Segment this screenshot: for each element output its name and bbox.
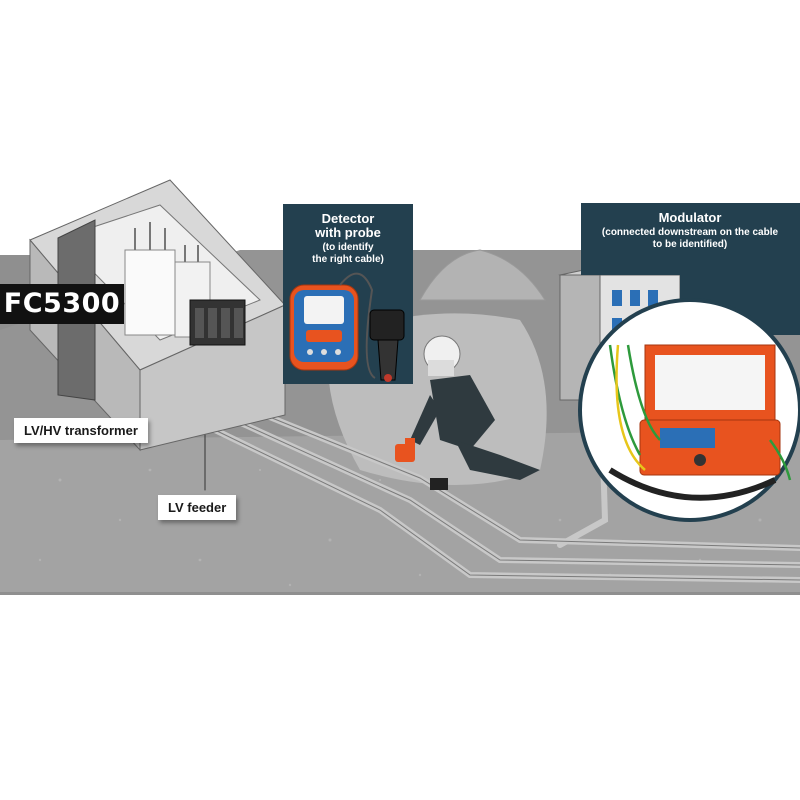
modulator-leads [608,344,792,481]
modulator-title: Modulator [659,210,722,225]
modulator-sub-2: to be identified) [653,239,727,250]
product-model-badge: FC5300 [0,284,124,324]
dirt-pile [419,249,546,301]
modulator-callout: Modulator (connected downstream on the c… [578,203,800,522]
detector-callout: Detector with probe (to identify the rig… [283,204,413,384]
worker-icon [395,335,540,490]
probe-icon [369,309,405,382]
transformer-icon [29,179,286,452]
detector-sub-1: (to identify [322,242,374,253]
detector-device-icon [289,284,359,371]
modulator-case-icon [608,344,781,501]
modulator-sub-1: (connected downstream on the cable [602,227,779,238]
detector-title-2: with probe [314,225,381,240]
detector-sub-2: the right cable) [312,254,384,265]
transformer-label: LV/HV transformer [14,418,148,443]
buried-cables [159,357,800,583]
feeder-label: LV feeder [158,495,237,520]
detector-title-1: Detector [322,211,375,226]
